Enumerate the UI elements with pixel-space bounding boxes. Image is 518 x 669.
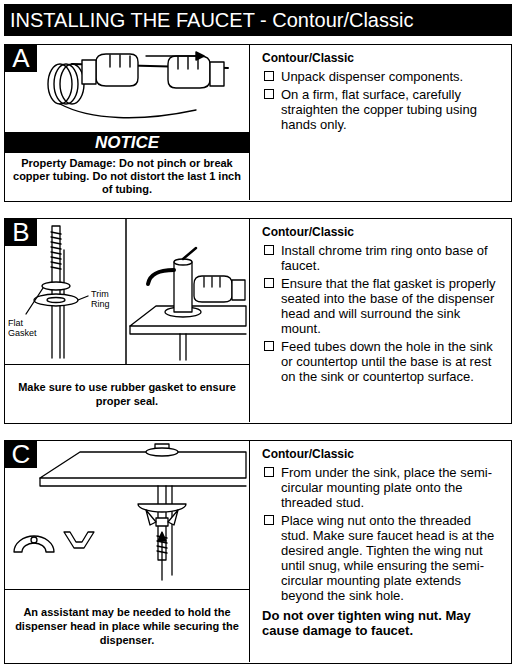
tubing-illustration <box>168 56 210 88</box>
gasket-illustration <box>125 219 127 364</box>
mounting-illustration <box>171 486 172 575</box>
checklist-item: Install chrome trim ring onto base of fa… <box>262 243 502 273</box>
page-title: INSTALLING THE FAUCET - Contour/Classic <box>10 4 413 36</box>
section-heading: Contour/Classic <box>262 51 502 66</box>
faucet-install-illustration <box>180 334 186 360</box>
title-band <box>4 4 512 36</box>
faucet-install-illustration <box>130 248 246 360</box>
faucet-install-illustration <box>183 248 196 259</box>
gasket-illustration <box>51 232 61 269</box>
panel-letter: B <box>5 219 37 246</box>
mounting-illustration <box>146 510 156 525</box>
caption-cell: An assistant may be needed to hold the d… <box>5 589 249 662</box>
panel-letter: A <box>5 45 37 72</box>
caption-text: An assistant may be needed to hold the d… <box>15 605 239 647</box>
mounting-illustration <box>156 518 168 526</box>
panel-letter: C <box>5 441 37 468</box>
mounting-illustration <box>31 537 37 543</box>
tubing-illustration <box>178 57 198 69</box>
part-label: Flat Gasket <box>8 318 44 338</box>
checklist-item: Ensure that the flat gasket is properly … <box>262 276 502 336</box>
faucet-install-illustration <box>204 277 220 287</box>
checklist-item: On a firm, flat surface, carefully strai… <box>262 87 502 132</box>
faucet-install-illustration <box>130 326 246 334</box>
instruction-column: Contour/ClassicInstall chrome trim ring … <box>249 219 510 422</box>
faucet-install-illustration <box>174 262 192 312</box>
gasket-illustration <box>78 296 88 300</box>
gasket-illustration <box>52 226 60 358</box>
tubing-illustration <box>210 62 224 86</box>
caption-cell: Make sure to use rubber gasket to ensure… <box>5 364 249 422</box>
mounting-illustration <box>138 504 186 512</box>
tubing-illustration <box>96 54 138 86</box>
tubing-illustration <box>60 104 196 118</box>
mounting-illustration <box>14 536 54 552</box>
gasket-illustration <box>42 282 70 290</box>
section-heading: Contour/Classic <box>262 447 502 462</box>
mounting-illustration <box>146 448 178 456</box>
mounting-illustration <box>158 532 166 541</box>
gasket-illustration <box>26 219 126 364</box>
tubing-illustration <box>54 64 78 104</box>
notice-banner: NOTICE <box>5 133 249 153</box>
mounting-illustration <box>161 540 162 580</box>
notice-text: Property Damage: Do not pinch or break c… <box>5 153 249 200</box>
tubing-illustration <box>60 64 84 104</box>
notice-box: NOTICEProperty Damage: Do not pinch or b… <box>5 132 249 200</box>
warning-text: Do not over tighten wing nut. May cause … <box>262 608 502 638</box>
part-label: Trim Ring <box>91 289 121 309</box>
gasket-illustration <box>34 294 78 306</box>
checklist-item: From under the sink, place the semi-circ… <box>262 465 502 510</box>
mounting-illustration <box>64 532 94 548</box>
mounting-illustration <box>40 478 246 486</box>
tubing-illustration <box>48 52 228 118</box>
instruction-column: Contour/ClassicFrom under the sink, plac… <box>249 441 510 662</box>
checklist-item: Unpack dispenser components. <box>262 69 502 84</box>
gasket-illustration <box>47 298 65 303</box>
section-heading: Contour/Classic <box>262 225 502 240</box>
caption-text: Make sure to use rubber gasket to ensure… <box>15 380 239 408</box>
tubing-illustration <box>146 55 196 56</box>
mounting-illustration <box>168 510 178 525</box>
step-panel: An assistant may be needed to hold the d… <box>4 440 512 664</box>
faucet-install-illustration <box>148 270 174 284</box>
checklist-item: Place wing nut onto the threaded stud. M… <box>262 513 502 603</box>
mounting-illustration <box>14 444 246 580</box>
tubing-illustration <box>110 55 130 67</box>
checklist-item: Feed tubes down the hole in the sink or … <box>262 339 502 384</box>
faucet-install-illustration <box>194 276 232 302</box>
gasket-illustration <box>26 288 43 314</box>
step-panel: Make sure to use rubber gasket to ensure… <box>4 218 512 424</box>
tubing-illustration <box>196 52 204 60</box>
instruction-column: Contour/ClassicUnpack dispenser componen… <box>249 45 510 200</box>
step-panel: NOTICEProperty Damage: Do not pinch or b… <box>4 44 512 202</box>
faucet-install-illustration <box>232 280 245 300</box>
tubing-illustration <box>82 60 96 84</box>
mounting-illustration <box>40 452 246 478</box>
